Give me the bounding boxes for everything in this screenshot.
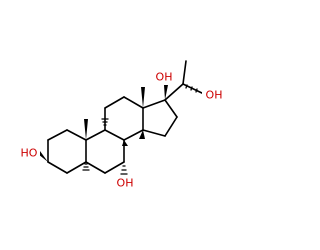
hash-c7-oh [120,165,128,175]
bond-c20-c21 [182,60,187,85]
bond-c12-c13 [123,96,144,109]
wedge-c14-h [139,130,145,139]
bond-c6-c7 [104,161,125,174]
bond-c11-c12 [104,96,125,109]
bond-c4-c5 [66,161,87,174]
atom-labels: OH OH HO OH [18,70,224,190]
bond-c17-c13 [142,99,166,109]
bond-c3-c4 [47,161,68,174]
label-oh-c7: OH [117,177,134,190]
hash-c5-h [82,163,90,171]
label-oh-c20: OH [206,89,223,102]
bond-c14-c8 [123,129,144,141]
wedge-c10-methyl [84,119,88,140]
hash-c9-h [101,118,109,126]
bond-c1-c2 [47,129,68,141]
ring-b [85,129,125,174]
wedge-c8-h [122,140,128,146]
wedge-c17-oh [164,85,168,100]
bond-c15-c16 [164,116,178,137]
ring-c [104,96,144,141]
hash-c20-oh [185,84,198,93]
ring-d [142,99,178,137]
wedge-c13-methyl [141,87,145,108]
label-oh-c17: OH [156,71,173,84]
bond-c14-c15 [142,129,166,137]
label-oh-c3: HO [21,147,38,160]
methyl-groups [84,87,145,140]
bond-c8-c9 [104,129,125,141]
structure-diagram: OH OH HO OH [18,60,224,190]
bond-c10-c1 [66,129,87,141]
bond-c16-c17 [164,99,178,118]
ring-a [47,129,87,174]
wedge-c3-oh [38,151,48,162]
bond-c17-c20 [164,83,184,101]
bond-c9-c10 [85,129,106,141]
bond-c5-c6 [85,161,106,174]
stereo-bonds [38,84,198,175]
